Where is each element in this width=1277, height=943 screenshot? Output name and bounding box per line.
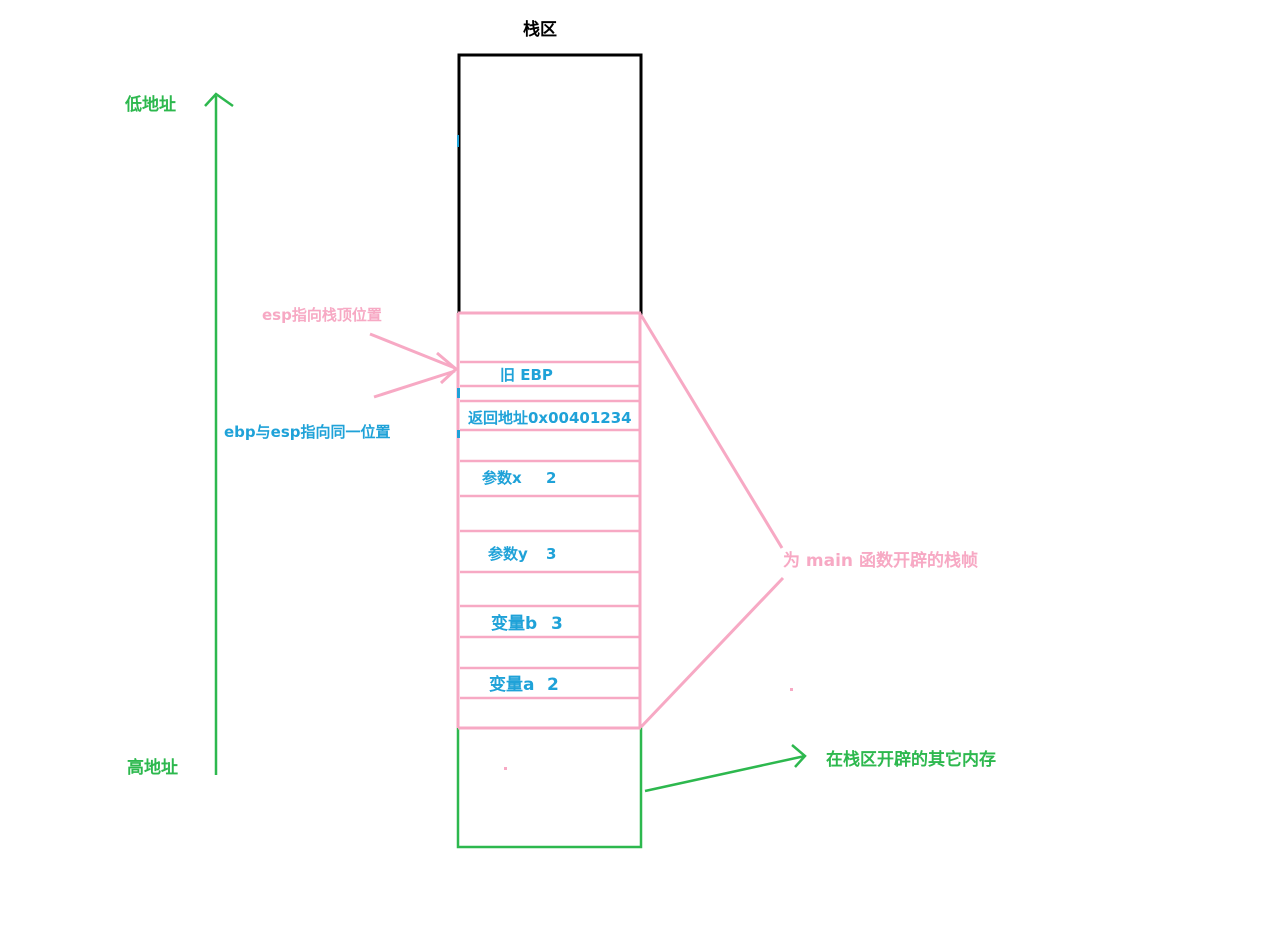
cell-param-y: 参数y: [488, 545, 528, 563]
esp-arrowhead: [436, 351, 459, 385]
cell-return-address: 返回地址0x00401234: [468, 409, 632, 427]
stray-mark: [457, 430, 460, 438]
stray-mark: [457, 388, 460, 398]
esp-pointer-arrow: [369, 332, 456, 370]
frame-bracket-top: [639, 314, 784, 549]
cell-var-b: 变量b: [491, 614, 538, 634]
low-address-label: 低地址: [125, 95, 176, 115]
stray-mark: [457, 135, 459, 147]
ebp-esp-note: ebp与esp指向同一位置: [224, 423, 391, 441]
stack-other-memory-region: [456, 726, 643, 849]
high-address-label: 高地址: [127, 758, 178, 778]
other-memory-note: 在栈区开辟的其它内存: [826, 750, 996, 770]
cell-var-a: 变量a: [489, 675, 535, 695]
other-memory-arrow: [644, 754, 806, 793]
cell-old-ebp: 旧 EBP: [500, 366, 553, 384]
ebp-esp-pointer-arrow: [373, 369, 456, 399]
address-direction-arrowhead: [204, 92, 234, 108]
stack-upper-region: [457, 53, 643, 315]
main-stack-frame: [456, 311, 642, 730]
cell-var-a-value: 2: [547, 675, 559, 695]
cell-param-x-value: 2: [546, 469, 557, 487]
other-memory-arrowhead: [791, 744, 807, 768]
esp-note: esp指向栈顶位置: [262, 306, 382, 324]
cell-param-x: 参数x: [482, 469, 522, 487]
frame-bracket-bottom: [639, 576, 785, 729]
stack-title: 栈区: [523, 20, 557, 40]
stray-mark: [790, 688, 793, 691]
cell-param-y-value: 3: [546, 545, 557, 563]
stray-mark: [504, 767, 507, 770]
frame-note: 为 main 函数开辟的栈帧: [783, 551, 978, 571]
cell-var-b-value: 3: [551, 614, 563, 634]
